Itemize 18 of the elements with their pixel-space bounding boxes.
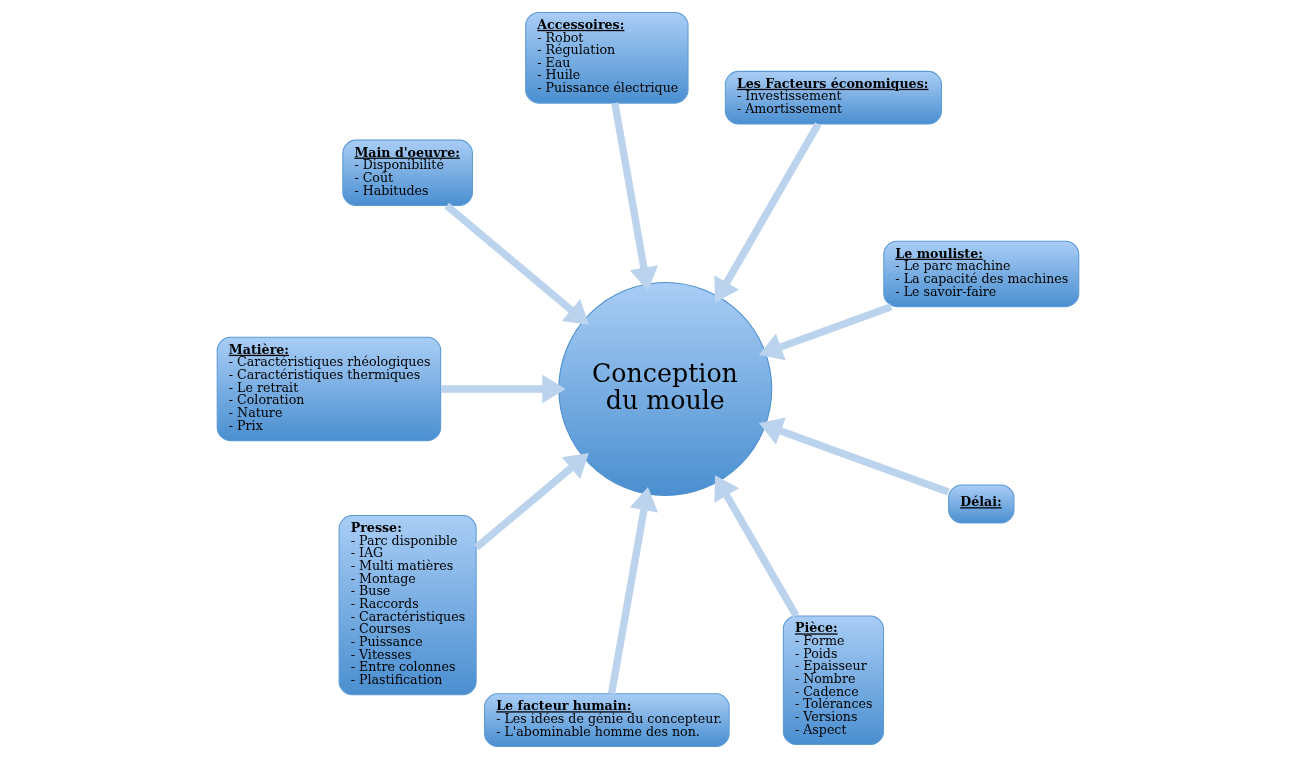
node-box: Accessoires: - Robot - Régulation - Eau - Huile - Puissance électrique — [525, 11, 689, 104]
arrow — [611, 102, 658, 291]
arrow — [607, 486, 659, 695]
arrow — [714, 122, 822, 303]
arrow — [758, 417, 950, 496]
arrow — [440, 374, 566, 404]
arrow — [444, 202, 589, 325]
arrow — [714, 475, 800, 618]
node-box: Pièce: - Forme - Poids - Epaisseur - Nombre - Cadence - Tolérances - Versions - Aspect — [782, 615, 884, 746]
node-box: Les Facteurs économiques: - Investissement - Amortissement — [724, 70, 942, 125]
node-box: Le mouliste: - Le parc machine - La capacité des machines - Le savoir-faire — [883, 240, 1080, 308]
node-box: Matière: - Caractéristiques rhéologiques - Caractéristiques thermiques - Le retrait - Coloration - Nature - Prix — [216, 336, 442, 442]
node-box: Main d'oeuvre: - Disponibilité - Coût - Habitudes — [342, 139, 473, 206]
node-box: Le facteur humain: - Les idées de génie du concepteur. - L'abominable homme des non. — [484, 693, 730, 748]
node-box: Délai: — [948, 484, 1015, 524]
arrow — [473, 453, 589, 551]
arrow — [758, 303, 893, 361]
node-box: Presse: - Parc disponible - IAG - Multi matières - Montage - Buse - Raccords - Caractéristiques - Courses - Puissance - Vitesses - Entre colonnes - Plastification — [338, 515, 477, 696]
